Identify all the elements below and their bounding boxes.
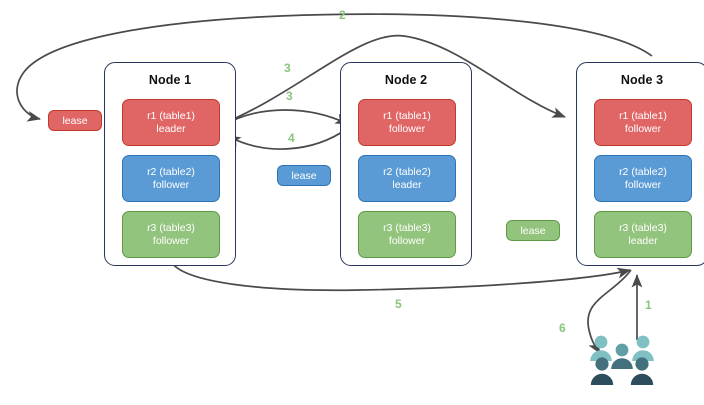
node-3[interactable]: Node 3 r1 (table1) follower r2 (table2) …	[576, 62, 704, 266]
lease-label: lease	[291, 169, 317, 182]
lease-chip-table1[interactable]: lease	[48, 110, 102, 131]
replica-role: follower	[624, 122, 662, 135]
step-label-2: 2	[339, 8, 346, 22]
node-1-replica-r3[interactable]: r3 (table3) follower	[122, 211, 220, 258]
replica-role: follower	[624, 178, 662, 191]
lease-label: lease	[62, 114, 88, 127]
node-2-replica-r1[interactable]: r1 (table1) follower	[358, 99, 456, 146]
replica-name: r2 (table2)	[619, 165, 667, 178]
replica-role: leader	[392, 178, 422, 191]
lease-label: lease	[520, 224, 546, 237]
replica-role: follower	[152, 178, 190, 191]
node-1[interactable]: Node 1 r1 (table1) leader r2 (table2) fo…	[104, 62, 236, 266]
replica-role: follower	[152, 234, 190, 247]
people-group-icon	[590, 335, 654, 385]
step-label-6: 6	[559, 321, 566, 335]
replica-name: r1 (table1)	[619, 109, 667, 122]
replica-role: follower	[388, 234, 426, 247]
clients-actor[interactable]	[588, 333, 656, 387]
node-3-replica-r3[interactable]: r3 (table3) leader	[594, 211, 692, 258]
replica-name: r3 (table3)	[147, 221, 195, 234]
replica-name: r1 (table1)	[383, 109, 431, 122]
node-3-replica-r2[interactable]: r2 (table2) follower	[594, 155, 692, 202]
lease-chip-table3[interactable]: lease	[506, 220, 560, 241]
node-1-replica-r2[interactable]: r2 (table2) follower	[122, 155, 220, 202]
node-3-title: Node 3	[620, 73, 664, 87]
replica-role: follower	[388, 122, 426, 135]
replica-role: leader	[628, 234, 658, 247]
node-3-replica-r1[interactable]: r1 (table1) follower	[594, 99, 692, 146]
replica-name: r1 (table1)	[147, 109, 195, 122]
node-2[interactable]: Node 2 r1 (table1) follower r2 (table2) …	[340, 62, 472, 266]
replica-name: r3 (table3)	[619, 221, 667, 234]
node-1-replica-r1[interactable]: r1 (table1) leader	[122, 99, 220, 146]
edge-step-5	[171, 262, 631, 292]
node-2-replica-r3[interactable]: r3 (table3) follower	[358, 211, 456, 258]
replica-name: r2 (table2)	[147, 165, 195, 178]
step-label-3-upper: 3	[284, 61, 291, 75]
lease-chip-table2[interactable]: lease	[277, 165, 331, 186]
step-label-4: 4	[288, 131, 295, 145]
step-label-1: 1	[645, 298, 652, 312]
step-label-5: 5	[395, 297, 402, 311]
replica-name: r3 (table3)	[383, 221, 431, 234]
node-2-replica-r2[interactable]: r2 (table2) leader	[358, 155, 456, 202]
step-label-3-lower: 3	[286, 89, 293, 103]
node-2-title: Node 2	[384, 73, 428, 87]
node-1-title: Node 1	[148, 73, 192, 87]
replica-role: leader	[156, 122, 186, 135]
edge-step-3-lower	[221, 109, 349, 127]
replica-name: r2 (table2)	[383, 165, 431, 178]
